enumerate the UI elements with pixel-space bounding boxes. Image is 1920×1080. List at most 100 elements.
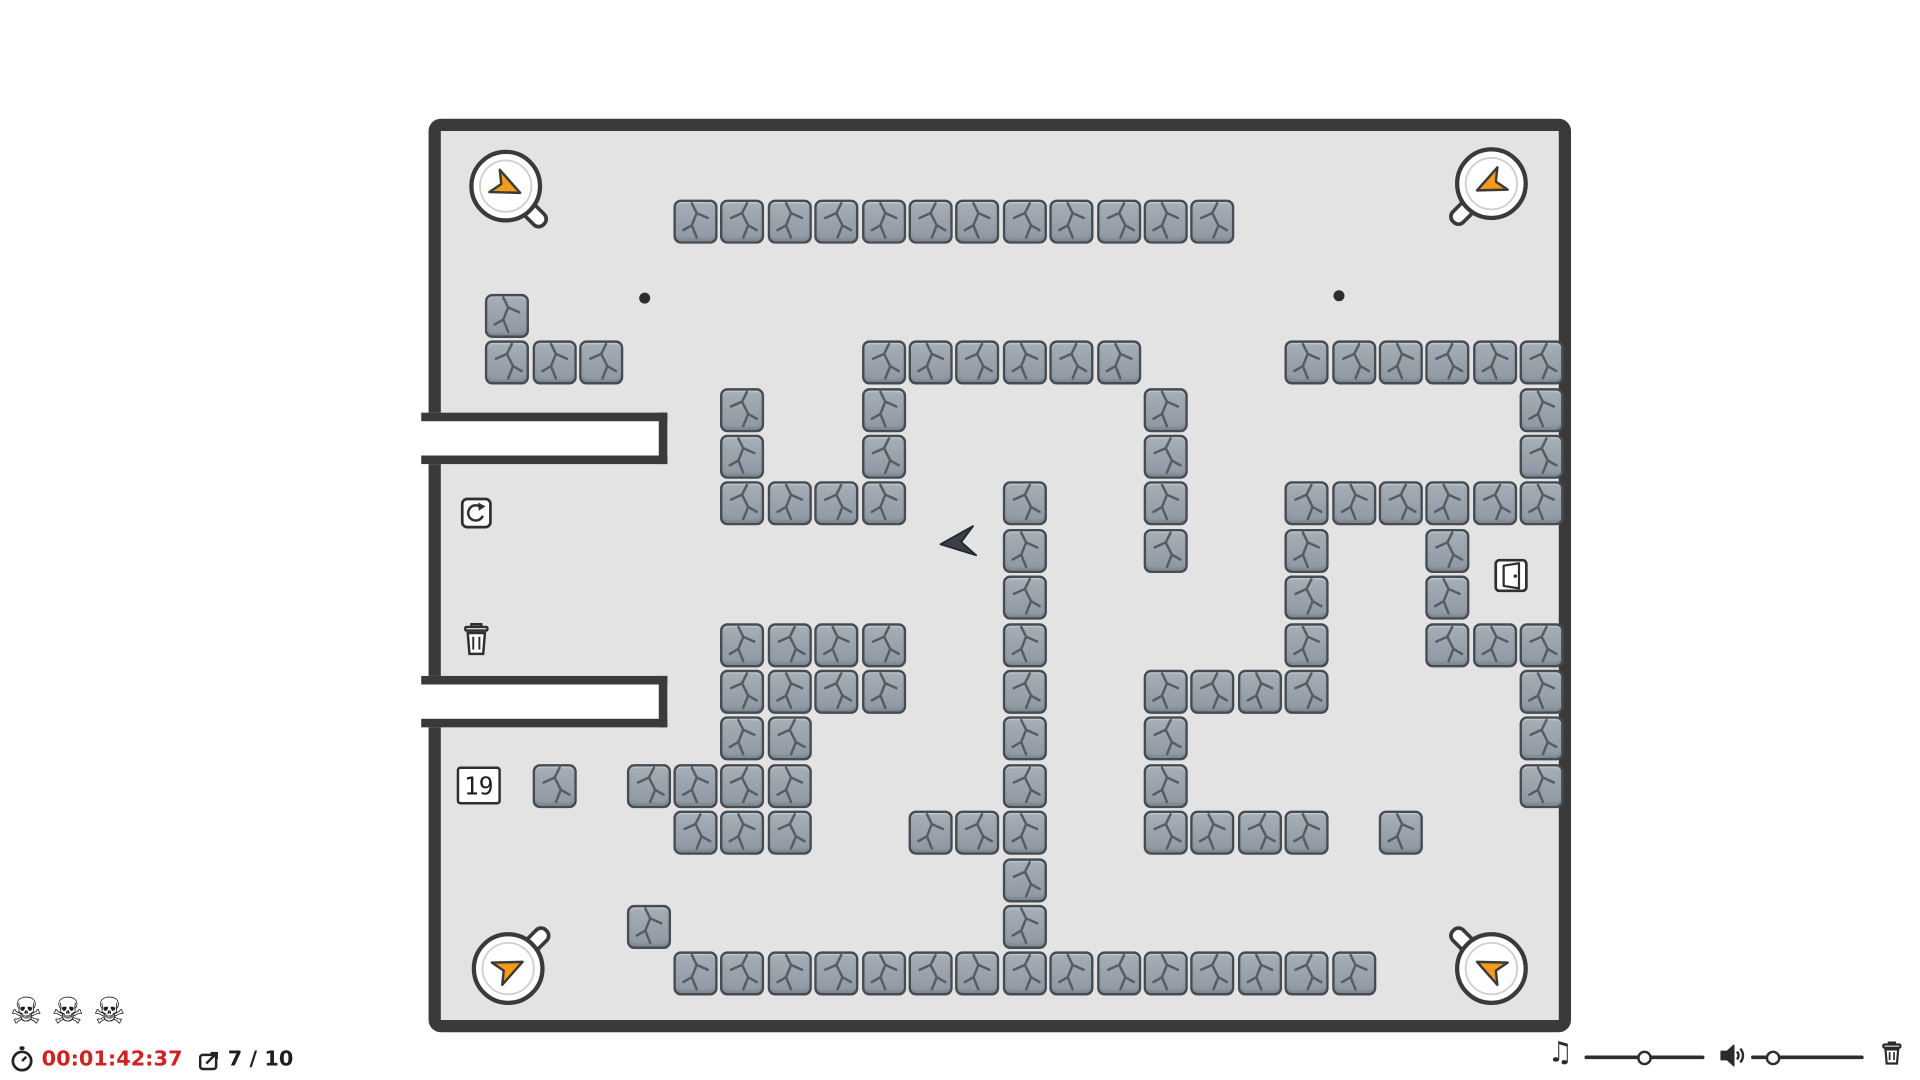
maze-block	[1143, 716, 1188, 761]
music-slider-knob[interactable]	[1637, 1050, 1652, 1066]
level-value: 7 / 10	[227, 1046, 294, 1072]
maze-block	[1425, 622, 1470, 667]
maze-block	[1096, 951, 1141, 996]
maze-block	[579, 340, 624, 385]
maze-block	[1378, 340, 1423, 385]
maze-block	[1519, 622, 1564, 667]
maze-block	[1284, 481, 1329, 526]
maze-block	[767, 716, 812, 761]
cannon-top-right[interactable]	[1430, 122, 1552, 244]
maze-block	[1519, 387, 1564, 432]
trash-icon	[462, 622, 491, 661]
maze-block	[767, 622, 812, 667]
maze-block	[1425, 340, 1470, 385]
maze-block	[673, 951, 718, 996]
player-cursor[interactable]	[938, 525, 978, 559]
maze-block	[861, 434, 906, 479]
maze-block	[1284, 340, 1329, 385]
maze-block	[767, 810, 812, 855]
maze-block	[1002, 951, 1047, 996]
maze-block	[1378, 810, 1423, 855]
maze-block	[1519, 481, 1564, 526]
maze-block	[1002, 199, 1047, 244]
skull-icon: ☠	[51, 990, 85, 1034]
status-row: 00:01:42:37 7 / 10	[10, 1044, 294, 1073]
lives-skulls: ☠☠☠	[10, 990, 135, 1034]
maze-frame: 19	[421, 118, 1572, 1033]
maze-block	[1002, 575, 1047, 620]
maze-block	[1284, 669, 1329, 714]
cannon-bottom-right[interactable]	[1430, 907, 1552, 1029]
levels-icon	[199, 1051, 218, 1070]
maze-block	[1284, 575, 1329, 620]
maze-block	[955, 340, 1000, 385]
maze-block	[1190, 951, 1235, 996]
maze-block	[1519, 763, 1564, 808]
cannon-bottom-left[interactable]	[447, 907, 569, 1029]
maze-block	[767, 951, 812, 996]
maze-block	[485, 293, 530, 338]
maze-block	[1190, 199, 1235, 244]
sound-slider-knob[interactable]	[1765, 1050, 1781, 1066]
maze-block	[720, 716, 765, 761]
sound-icon[interactable]	[1719, 1043, 1748, 1067]
respawn-icon	[460, 497, 492, 534]
trash-button[interactable]	[1881, 1041, 1903, 1065]
maze-block	[1002, 904, 1047, 949]
maze-block	[908, 810, 953, 855]
maze-block	[1143, 387, 1188, 432]
maze-block	[1425, 481, 1470, 526]
maze-block	[532, 763, 577, 808]
maze-block	[673, 810, 718, 855]
wall-notch	[421, 412, 668, 465]
maze-block	[1472, 340, 1517, 385]
maze-block	[1237, 669, 1282, 714]
sound-slider[interactable]	[1751, 1049, 1864, 1066]
dot-item	[639, 292, 651, 304]
maze-block	[1049, 340, 1094, 385]
maze-block	[1143, 528, 1188, 573]
maze-block	[626, 763, 671, 808]
maze-block	[861, 481, 906, 526]
maze-block	[1237, 951, 1282, 996]
sound-slider-track[interactable]	[1751, 1055, 1864, 1060]
maze-block	[720, 199, 765, 244]
timer-icon	[11, 1046, 33, 1072]
music-icon[interactable]: ♫	[1547, 1037, 1574, 1069]
timer-value: 00:01:42:37	[41, 1046, 183, 1072]
maze-block	[1519, 716, 1564, 761]
maze-block	[1331, 951, 1376, 996]
maze-block	[1143, 481, 1188, 526]
maze-block	[908, 951, 953, 996]
maze-block	[861, 951, 906, 996]
maze-block	[955, 810, 1000, 855]
maze-block	[720, 669, 765, 714]
maze-block	[720, 951, 765, 996]
maze-block	[1190, 810, 1235, 855]
maze-block	[720, 622, 765, 667]
maze-block	[767, 669, 812, 714]
maze-block	[1002, 857, 1047, 902]
maze-block	[1284, 810, 1329, 855]
maze-block	[1143, 434, 1188, 479]
cannon-top-left[interactable]	[444, 125, 566, 247]
maze-block	[1002, 622, 1047, 667]
maze-block	[720, 763, 765, 808]
maze-block	[861, 622, 906, 667]
maze-block	[1096, 199, 1141, 244]
maze-block	[720, 434, 765, 479]
maze-block	[908, 199, 953, 244]
maze-block	[1425, 528, 1470, 573]
maze-block	[1096, 340, 1141, 385]
maze-block	[908, 340, 953, 385]
music-slider[interactable]	[1584, 1049, 1705, 1066]
maze-block	[814, 951, 859, 996]
maze-block	[1143, 951, 1188, 996]
skull-icon: ☠	[92, 990, 126, 1034]
maze-block	[767, 199, 812, 244]
maze-block	[814, 622, 859, 667]
exit-door-icon[interactable]	[1494, 558, 1528, 597]
maze-block	[767, 481, 812, 526]
maze-block	[861, 387, 906, 432]
maze-block	[532, 340, 577, 385]
